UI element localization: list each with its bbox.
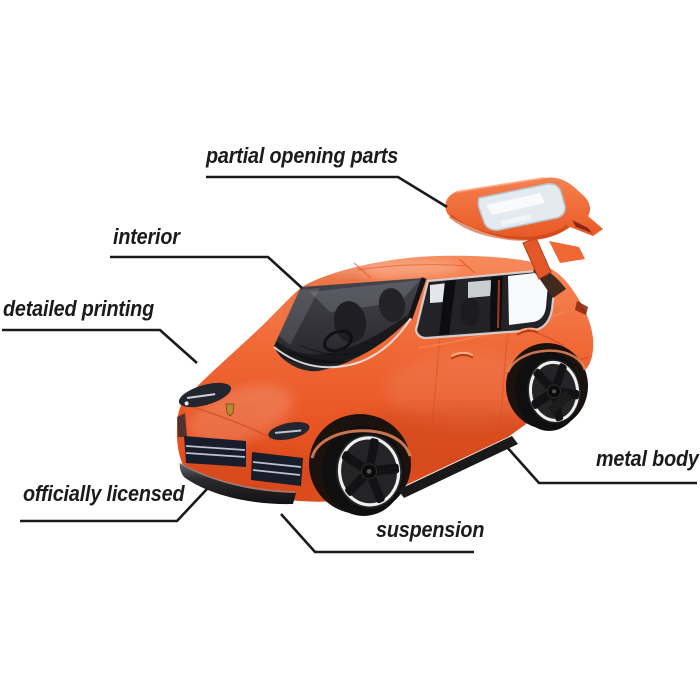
front-chin-spoiler (179, 463, 296, 505)
callout-label-partial-opening-parts: partial opening parts (206, 143, 399, 168)
callout-label-detailed-printing: detailed printing (3, 296, 155, 321)
hood-seam-line (183, 403, 301, 454)
callout-line-interior (110, 255, 303, 289)
callout-line-metal-body (505, 445, 697, 485)
taillight (575, 301, 588, 315)
rocker-panel (398, 390, 572, 498)
callout-line-partial-opening-parts (206, 175, 448, 209)
front-wheel (321, 426, 405, 516)
callout-label-suspension: suspension (376, 517, 485, 542)
callout-label-officially-licensed: officially licensed (23, 481, 185, 506)
windshield (273, 277, 427, 372)
brand-crest-badge (225, 403, 235, 417)
side-windows (414, 269, 557, 340)
a-pillar (407, 277, 427, 319)
front-bumper-grille (177, 413, 303, 486)
rear-fender-arch (506, 349, 587, 373)
callout-line-officially-licensed (20, 488, 208, 523)
callout-label-metal-body: metal body (596, 446, 699, 471)
callout-line-suspension (280, 513, 474, 554)
headlight-right (268, 422, 310, 440)
front-door-seam (427, 335, 441, 467)
front-fender-arch (310, 429, 412, 459)
callout-label-interior: interior (113, 224, 180, 249)
callout-line-detailed-printing (2, 328, 198, 364)
callout-lines (2, 175, 697, 554)
tailgate-hinge-opening (522, 237, 585, 298)
windshield-chrome-trim (273, 317, 412, 369)
headlight-left (178, 382, 232, 408)
tailgate-window (477, 183, 566, 231)
sunroof-lines (353, 258, 476, 279)
tailgate (445, 177, 603, 241)
rear-door-seam (499, 329, 509, 431)
